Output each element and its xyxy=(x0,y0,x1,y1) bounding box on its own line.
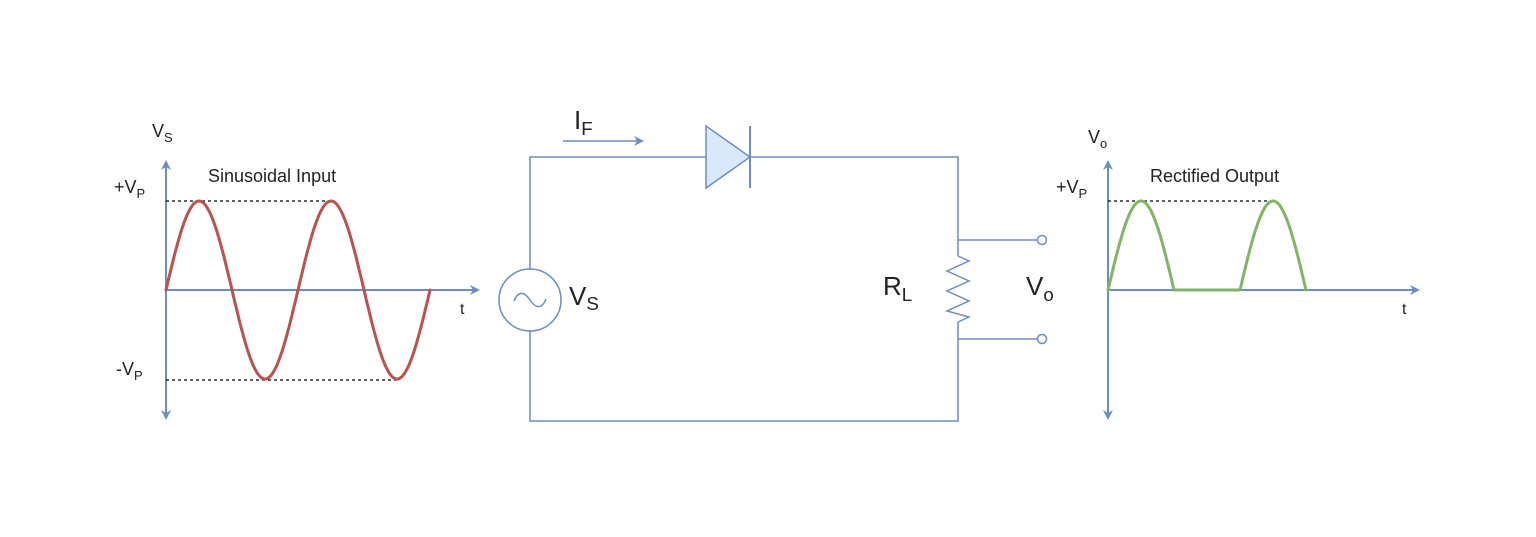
current-label: IF xyxy=(574,105,593,139)
input-y-axis-label: VS xyxy=(152,121,173,145)
output-plot-title: Rectified Output xyxy=(1150,166,1279,186)
wire-source-to-diode xyxy=(529,156,706,270)
wire-load-to-source xyxy=(529,322,959,422)
ac-source-icon xyxy=(498,268,562,332)
diode-icon xyxy=(705,124,752,190)
output-pos-peak-label: +VP xyxy=(1056,177,1087,201)
output-terminal-bottom xyxy=(1036,333,1048,345)
source-label: VS xyxy=(569,281,599,314)
input-x-axis-label: t xyxy=(460,301,465,318)
output-plot: Vo +VP Rectified Output t xyxy=(1056,127,1420,420)
input-plot: VS +VP -VP Sinusoidal Input t xyxy=(114,121,480,420)
diode-anode-triangle xyxy=(705,124,752,190)
wire-diode-to-load xyxy=(750,156,959,256)
load-resistor-icon xyxy=(944,255,972,323)
load-label: RL xyxy=(883,271,912,305)
input-pos-peak-label: +VP xyxy=(114,177,145,201)
output-terminal-top xyxy=(1036,234,1048,246)
output-y-axis-label: Vo xyxy=(1088,127,1107,151)
input-plot-title: Sinusoidal Input xyxy=(208,166,336,186)
input-neg-peak-label: -VP xyxy=(116,359,143,383)
output-rectified-wave xyxy=(1106,199,1308,292)
output-x-axis-label: t xyxy=(1402,301,1407,318)
output-voltage-label: Vo xyxy=(1026,271,1054,305)
input-sine-wave xyxy=(164,199,432,381)
circuit: IF VS RL Vo xyxy=(498,105,1054,422)
